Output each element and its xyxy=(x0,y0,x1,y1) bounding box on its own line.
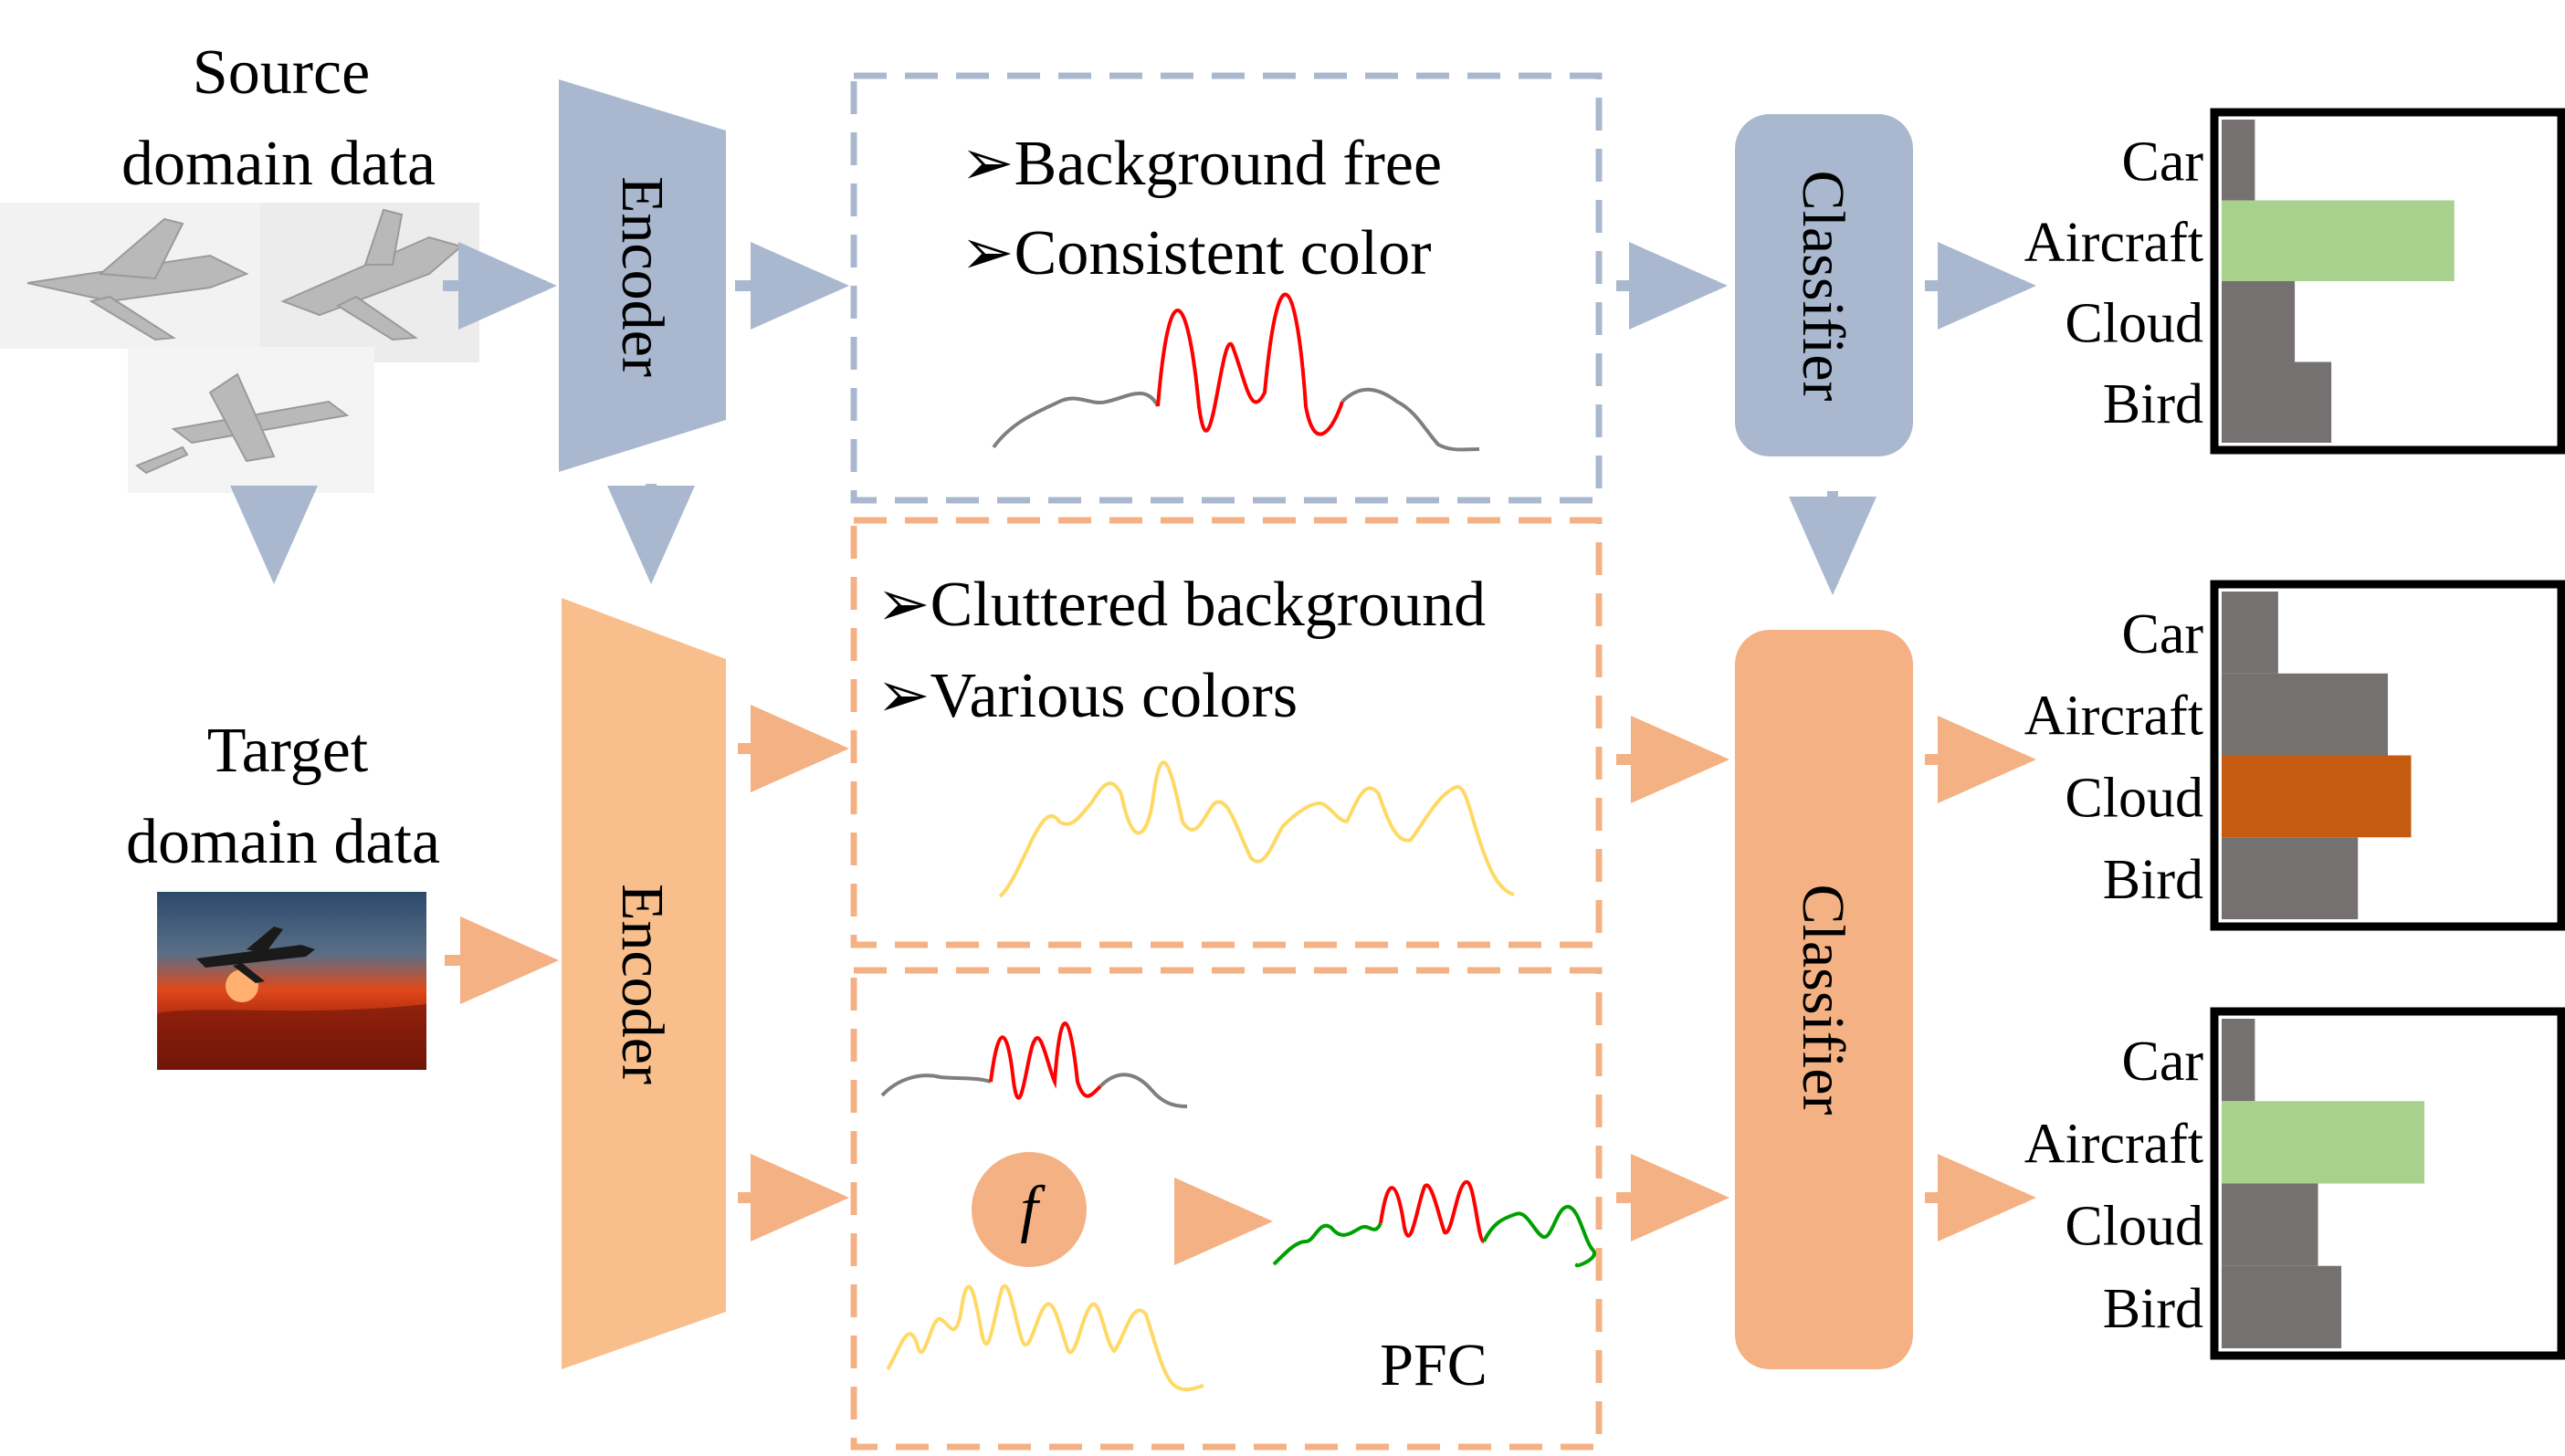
source-title-line1: Source xyxy=(193,37,370,108)
category-label-cloud: Cloud xyxy=(2065,292,2203,354)
source-title-line2: domain data xyxy=(121,129,436,199)
target-bullet-1: ➢Cluttered background xyxy=(877,570,1486,640)
pfc-fused-curve xyxy=(1272,1179,1596,1268)
source-aircraft-image xyxy=(0,203,479,493)
target-domain-group: Target domain data xyxy=(126,716,440,1070)
bar-bird xyxy=(2222,1265,2342,1348)
bar-cloud xyxy=(2222,755,2412,838)
category-label-aircraft: Aircraft xyxy=(2024,686,2203,748)
bar-car xyxy=(2222,120,2255,201)
classifier-target: Classifier xyxy=(1735,630,1913,1369)
pfc-box: f PFC xyxy=(850,967,1603,1451)
encoder-source: Encoder xyxy=(559,79,726,472)
category-label-car: Car xyxy=(2121,1031,2203,1093)
encoder-target: Encoder xyxy=(562,598,726,1369)
classifier-target-label: Classifier xyxy=(1790,885,1856,1116)
target-title-line2: domain data xyxy=(126,807,440,877)
encoder-source-label: Encoder xyxy=(609,176,676,377)
bar-car xyxy=(2222,592,2278,674)
pfc-target-curve xyxy=(886,1283,1204,1392)
category-label-bird: Bird xyxy=(2103,373,2203,435)
target-title-line1: Target xyxy=(207,716,369,786)
chart-frame xyxy=(2210,580,2565,931)
source-bullet-1: ➢Background free xyxy=(961,129,1442,199)
category-label-bird: Bird xyxy=(2103,1278,2203,1340)
chart-frame xyxy=(2210,1007,2565,1360)
bar-aircraft xyxy=(2222,1101,2425,1184)
pfc-source-curve xyxy=(880,1021,1188,1108)
encoder-target-label: Encoder xyxy=(609,884,676,1084)
classifier-source: Classifier xyxy=(1735,114,1913,456)
bar-bird xyxy=(2222,361,2332,443)
category-label-car: Car xyxy=(2121,131,2203,193)
classifier-source-label: Classifier xyxy=(1790,171,1856,402)
target-feature-curve xyxy=(998,760,1515,898)
category-label-cloud: Cloud xyxy=(2065,1196,2203,1258)
target-bullet-2: ➢Various colors xyxy=(877,661,1298,731)
bar-car xyxy=(2222,1019,2255,1102)
bar-bird xyxy=(2222,837,2359,919)
prediction-charts: CarAircraftCloudBirdCarAircraftCloudBird… xyxy=(2024,108,2565,1360)
bar-cloud xyxy=(2222,281,2296,362)
bar-aircraft xyxy=(2222,673,2388,756)
category-label-aircraft: Aircraft xyxy=(2024,212,2203,274)
category-label-aircraft: Aircraft xyxy=(2024,1113,2203,1175)
arrows xyxy=(230,242,2036,1241)
category-label-bird: Bird xyxy=(2103,849,2203,911)
category-label-car: Car xyxy=(2121,603,2203,665)
target-feature-box: ➢Cluttered background ➢Various colors xyxy=(850,517,1603,948)
fusion-function-circle xyxy=(972,1152,1087,1267)
bar-cloud xyxy=(2222,1183,2318,1266)
source-domain-group: Source domain data ✕ xyxy=(0,37,479,554)
chart-frame xyxy=(2210,108,2565,455)
category-label-cloud: Cloud xyxy=(2065,767,2203,829)
pfc-label: PFC xyxy=(1380,1332,1487,1398)
source-feature-curve xyxy=(992,292,1480,452)
target-sunset-image xyxy=(157,892,426,1070)
bar-aircraft xyxy=(2222,200,2455,281)
source-feature-box: ➢Background free ➢Consistent color xyxy=(850,72,1603,504)
source-bullet-2: ➢Consistent color xyxy=(961,218,1432,288)
